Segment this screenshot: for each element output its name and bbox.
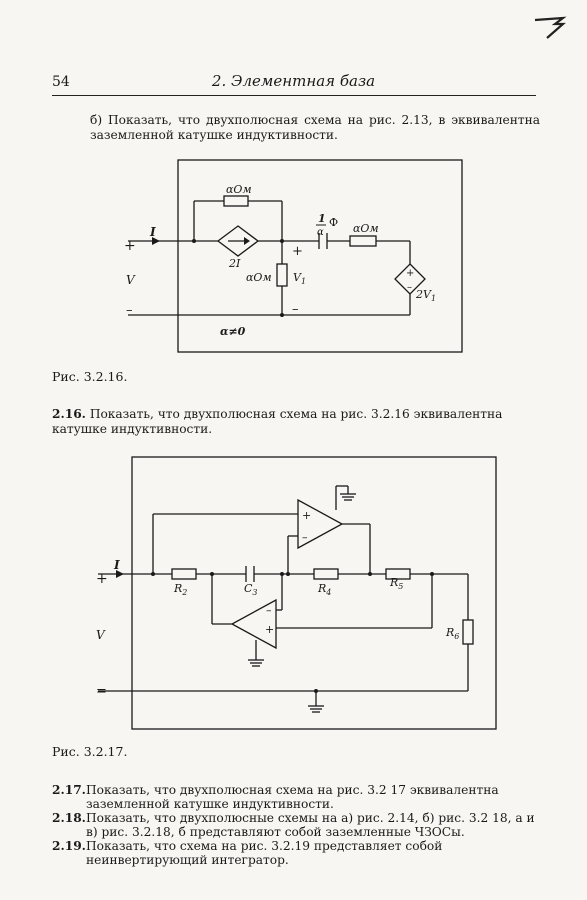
exercise-text: Показать, что двухполюсная схема на рис.…: [52, 407, 503, 436]
label-r2: R2: [173, 582, 187, 597]
label-r-top: αОм: [226, 183, 252, 196]
ground-icon: [248, 659, 264, 667]
exercise-text: Показать, что схема на рис. 3.2.19 предс…: [86, 839, 443, 867]
running-title: 2. Элементная база: [211, 72, 376, 90]
label-plus-left: +: [124, 238, 136, 254]
node-dot: [280, 313, 284, 317]
exercise-number: 2.18.: [52, 811, 86, 825]
label-vsource: 2V1: [415, 288, 436, 303]
label-opamp1-plus: +: [302, 509, 311, 522]
exercise-2-19: 2.19.Показать, что схема на рис. 3.2.19 …: [52, 839, 544, 867]
label-c3: C3: [244, 582, 258, 597]
label-opamp2-minus: –: [266, 604, 272, 617]
label-cap-unit: Ф: [329, 216, 338, 229]
exercise-text: Показать, что двухполюсная схема на рис.…: [86, 783, 499, 811]
dependent-voltage-source: + –: [394, 263, 426, 295]
label-plus: +: [96, 571, 108, 587]
label-minus-mid: –: [292, 302, 299, 317]
node-dot: [368, 572, 372, 576]
exercise-2-17: 2.17.Показать, что двухполюсная схема на…: [52, 783, 544, 811]
label-voltage: V: [96, 628, 106, 642]
dependent-current-source: [216, 225, 260, 257]
resistor-right: [349, 235, 377, 247]
node-dot: [192, 239, 196, 243]
resistor-mid: [276, 263, 288, 287]
figure-caption-3-2-16: Рис. 3.2.16.: [52, 369, 128, 384]
exercise-2-18: 2.18.Показать, что двухполюсные схемы на…: [52, 811, 544, 839]
label-r-right: αОм: [353, 222, 379, 235]
label-opamp1-minus: –: [302, 531, 308, 544]
label-r5: R5: [389, 576, 403, 591]
corner-mark-icon: [534, 16, 567, 39]
resistor-top: [223, 195, 249, 207]
node-dot: [280, 572, 284, 576]
label-minus: =: [96, 684, 107, 699]
current-arrow-icon: [116, 570, 124, 578]
page-number: 54: [52, 74, 70, 90]
resistor-r2: [171, 568, 197, 580]
svg-text:–: –: [407, 282, 412, 293]
label-voltage: V: [126, 273, 136, 287]
exercise-number: 2.19.: [52, 839, 86, 853]
paragraph-b: б) Показать, что двухполюсная схема на р…: [90, 113, 540, 142]
label-current: I: [113, 558, 120, 572]
figure-3-2-16: + – αОм I + V – 2I αОм V1 + – 1 α Ф αОм …: [124, 159, 463, 353]
exercise-number: 2.16.: [52, 407, 86, 421]
header-rule: [52, 95, 536, 96]
figure-caption-3-2-17: Рис. 3.2.17.: [52, 744, 128, 759]
resistor-r4: [313, 568, 339, 580]
resistor-r5: [385, 568, 411, 580]
exercise-number: 2.17.: [52, 783, 86, 797]
node-dot: [151, 572, 155, 576]
label-minus-left: –: [126, 303, 133, 318]
label-cap-den: α: [317, 227, 324, 238]
label-r6: R6: [445, 626, 459, 641]
exercise-2-16: 2.16. Показать, что двухполюсная схема н…: [52, 407, 542, 437]
node-dot: [210, 572, 214, 576]
node-dot: [430, 572, 434, 576]
label-plus-mid: +: [292, 244, 303, 259]
label-cap-num: 1: [318, 212, 326, 225]
label-current: I: [149, 225, 156, 239]
svg-text:+: +: [406, 268, 414, 279]
label-r-mid: αОм: [246, 271, 272, 284]
ground-icon: [340, 493, 356, 501]
exercise-text: Показать, что двухполюсные схемы на а) р…: [86, 811, 535, 839]
label-v1: V1: [293, 271, 306, 286]
figure-3-2-17: I + V = R2 C3 R4 R5 R6 + – – +: [96, 456, 497, 730]
current-arrow-icon: [152, 237, 160, 245]
label-r4: R4: [317, 582, 331, 597]
label-alpha: α≠0: [220, 325, 246, 338]
node-dot: [280, 239, 284, 243]
resistor-r6: [462, 619, 474, 645]
label-source: 2I: [228, 257, 241, 270]
node-dot: [286, 572, 290, 576]
ground-icon: [308, 705, 324, 713]
node-dot: [314, 689, 318, 693]
label-opamp2-plus: +: [265, 623, 274, 636]
